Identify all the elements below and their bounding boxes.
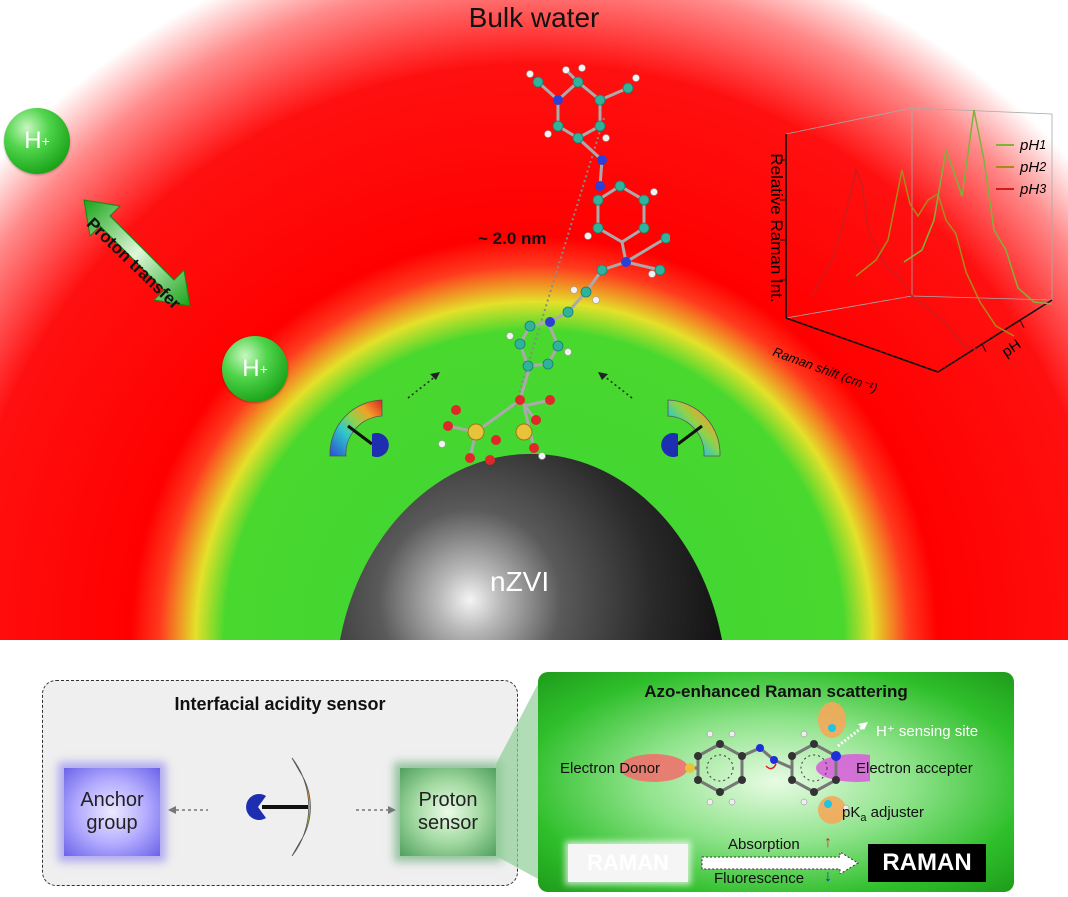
azo-molecule-diagram bbox=[620, 702, 870, 824]
gauge-icon-right bbox=[661, 399, 721, 457]
azo-probe-molecule bbox=[438, 64, 670, 465]
legend-sub: 1 bbox=[1039, 138, 1047, 152]
fluorescence-down-arrow: ↓ bbox=[824, 868, 832, 885]
pka-main: pK bbox=[842, 804, 861, 821]
raman-inset: Relative Raman Int. Raman shift (cm⁻¹) p… bbox=[752, 100, 1068, 400]
distance-label: ~ 2.0 nm bbox=[478, 229, 547, 248]
anchor-group-box: Anchor group bbox=[64, 768, 160, 856]
anchor-line1: Anchor bbox=[80, 789, 144, 811]
distance-line bbox=[513, 117, 605, 411]
dotted-arrows bbox=[407, 372, 633, 399]
raman-strong-box: RAMAN bbox=[868, 844, 986, 882]
proton-line2: sensor bbox=[417, 812, 479, 834]
panel-connector bbox=[496, 680, 540, 880]
legend-sub: 2 bbox=[1039, 160, 1047, 174]
pka-adjuster-label: pKa adjuster bbox=[842, 804, 924, 824]
proton-line1: Proton bbox=[418, 789, 478, 811]
inset-frame bbox=[780, 107, 1053, 373]
panel-dashed-arrows bbox=[168, 806, 396, 814]
inset-ylabel: Relative Raman Int. bbox=[767, 153, 786, 303]
proton-symbol: H bbox=[24, 127, 42, 154]
proton-charge: + bbox=[41, 133, 50, 149]
h-sensing-site-label: H⁺ sensing site bbox=[876, 723, 979, 740]
absorption-up-arrow: ↑ bbox=[824, 834, 832, 851]
legend-swatch bbox=[996, 166, 1014, 168]
proton-charge: + bbox=[259, 361, 268, 377]
legend-swatch bbox=[996, 144, 1014, 146]
legend-name: pH bbox=[1020, 180, 1040, 198]
raman-enhance-arrow bbox=[701, 852, 859, 874]
electron-donor-label: Electron Donor bbox=[560, 760, 661, 777]
proton-transfer-arrow bbox=[83, 199, 191, 307]
series-ph2-line bbox=[855, 169, 1015, 337]
proton-sensor-box: Proton sensor bbox=[400, 768, 496, 856]
proton-ball-top: H+ bbox=[4, 108, 70, 174]
raman-weak-box: RAMAN bbox=[568, 844, 688, 882]
interface-background bbox=[0, 0, 1068, 640]
gauge-icon-left bbox=[329, 399, 389, 457]
bulk-water-title: Bulk water bbox=[468, 2, 600, 33]
pka-rest: adjuster bbox=[866, 804, 925, 821]
absorption-label: Absorption bbox=[728, 836, 800, 853]
proton-ball-interface: H+ bbox=[222, 336, 288, 402]
series-ph3-line bbox=[811, 167, 979, 351]
nzvi-label: nZVI bbox=[490, 566, 550, 597]
fluorescence-label: Fluorescence bbox=[714, 870, 805, 887]
proton-symbol: H bbox=[242, 355, 260, 382]
left-panel-title: Interfacial acidity sensor bbox=[174, 694, 386, 714]
right-panel-title: Azo-enhanced Raman scattering bbox=[644, 682, 908, 701]
pka-sub: a bbox=[860, 812, 867, 824]
gauge-icon-panel bbox=[246, 757, 311, 857]
anchor-line2: group bbox=[86, 812, 138, 834]
legend-name: pH bbox=[1020, 158, 1040, 176]
electron-accepter-label: Electron accepter bbox=[856, 760, 973, 777]
series-ph1-line bbox=[903, 109, 1053, 305]
legend-name: pH bbox=[1020, 136, 1040, 154]
legend-swatch bbox=[996, 188, 1014, 190]
legend-sub: 3 bbox=[1039, 182, 1047, 196]
